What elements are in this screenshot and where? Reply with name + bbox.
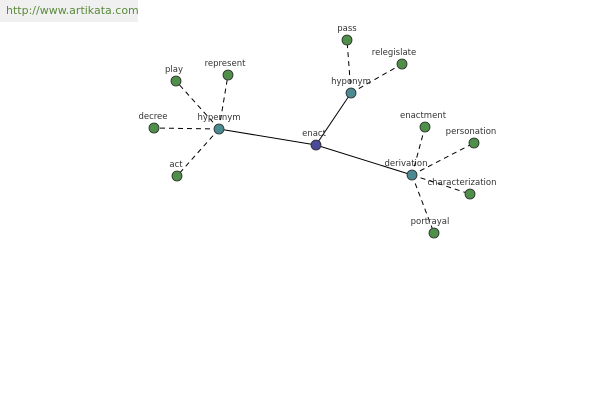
edge-hyponym-relegislate bbox=[350, 63, 403, 94]
leaf-node-pass[interactable] bbox=[341, 34, 353, 46]
relation-node-derivation[interactable] bbox=[406, 169, 418, 181]
edge-hypernym-act bbox=[176, 128, 220, 177]
leaf-label-represent[interactable]: represent bbox=[205, 59, 247, 69]
leaf-label-enactment[interactable]: enactment bbox=[400, 111, 447, 121]
edge-hypernym-represent bbox=[218, 74, 229, 130]
leaf-node-decree[interactable] bbox=[148, 122, 160, 134]
edge-hypernym-play bbox=[175, 80, 220, 130]
relation-node-hypernym[interactable] bbox=[213, 123, 225, 135]
leaf-label-personation[interactable]: personation bbox=[446, 127, 497, 137]
leaf-label-act[interactable]: act bbox=[169, 160, 183, 170]
leaf-node-characterization[interactable] bbox=[464, 188, 476, 200]
graph-edges bbox=[153, 39, 475, 234]
leaf-node-portrayal[interactable] bbox=[428, 227, 440, 239]
root-node-enact[interactable] bbox=[310, 139, 322, 151]
watermark-link[interactable]: http://www.artikata.com bbox=[0, 0, 139, 22]
edge-hypernym-decree bbox=[153, 127, 220, 130]
leaf-node-represent[interactable] bbox=[222, 69, 234, 81]
leaf-node-act[interactable] bbox=[171, 170, 183, 182]
leaf-node-personation[interactable] bbox=[468, 137, 480, 149]
edge-derivation-portrayal bbox=[411, 174, 435, 234]
edge-derivation-characterization bbox=[411, 174, 471, 195]
leaf-node-play[interactable] bbox=[170, 75, 182, 87]
relation-label-hypernym[interactable]: hypernym bbox=[197, 113, 240, 123]
graph-nodes bbox=[148, 34, 480, 239]
relation-label-derivation[interactable]: derivation bbox=[384, 159, 427, 169]
relation-label-hyponym[interactable]: hyponym bbox=[331, 77, 371, 87]
edge-enact-hypernym bbox=[218, 128, 317, 146]
graph-labels: play represent decree act pass relegislate ena… bbox=[138, 24, 496, 227]
leaf-label-play[interactable]: play bbox=[165, 65, 183, 75]
leaf-node-relegislate[interactable] bbox=[396, 58, 408, 70]
leaf-label-characterization[interactable]: characterization bbox=[427, 178, 496, 188]
edge-enact-hyponym bbox=[315, 92, 352, 146]
edge-derivation-personation bbox=[411, 142, 475, 176]
relation-node-hyponym[interactable] bbox=[345, 87, 357, 99]
edge-enact-derivation bbox=[315, 144, 413, 176]
leaf-label-pass[interactable]: pass bbox=[337, 24, 357, 34]
leaf-label-portrayal[interactable]: portrayal bbox=[411, 217, 450, 227]
leaf-node-enactment[interactable] bbox=[419, 121, 431, 133]
root-label-enact[interactable]: enact bbox=[302, 129, 326, 139]
leaf-label-decree[interactable]: decree bbox=[138, 112, 167, 122]
leaf-label-relegislate[interactable]: relegislate bbox=[372, 48, 416, 58]
